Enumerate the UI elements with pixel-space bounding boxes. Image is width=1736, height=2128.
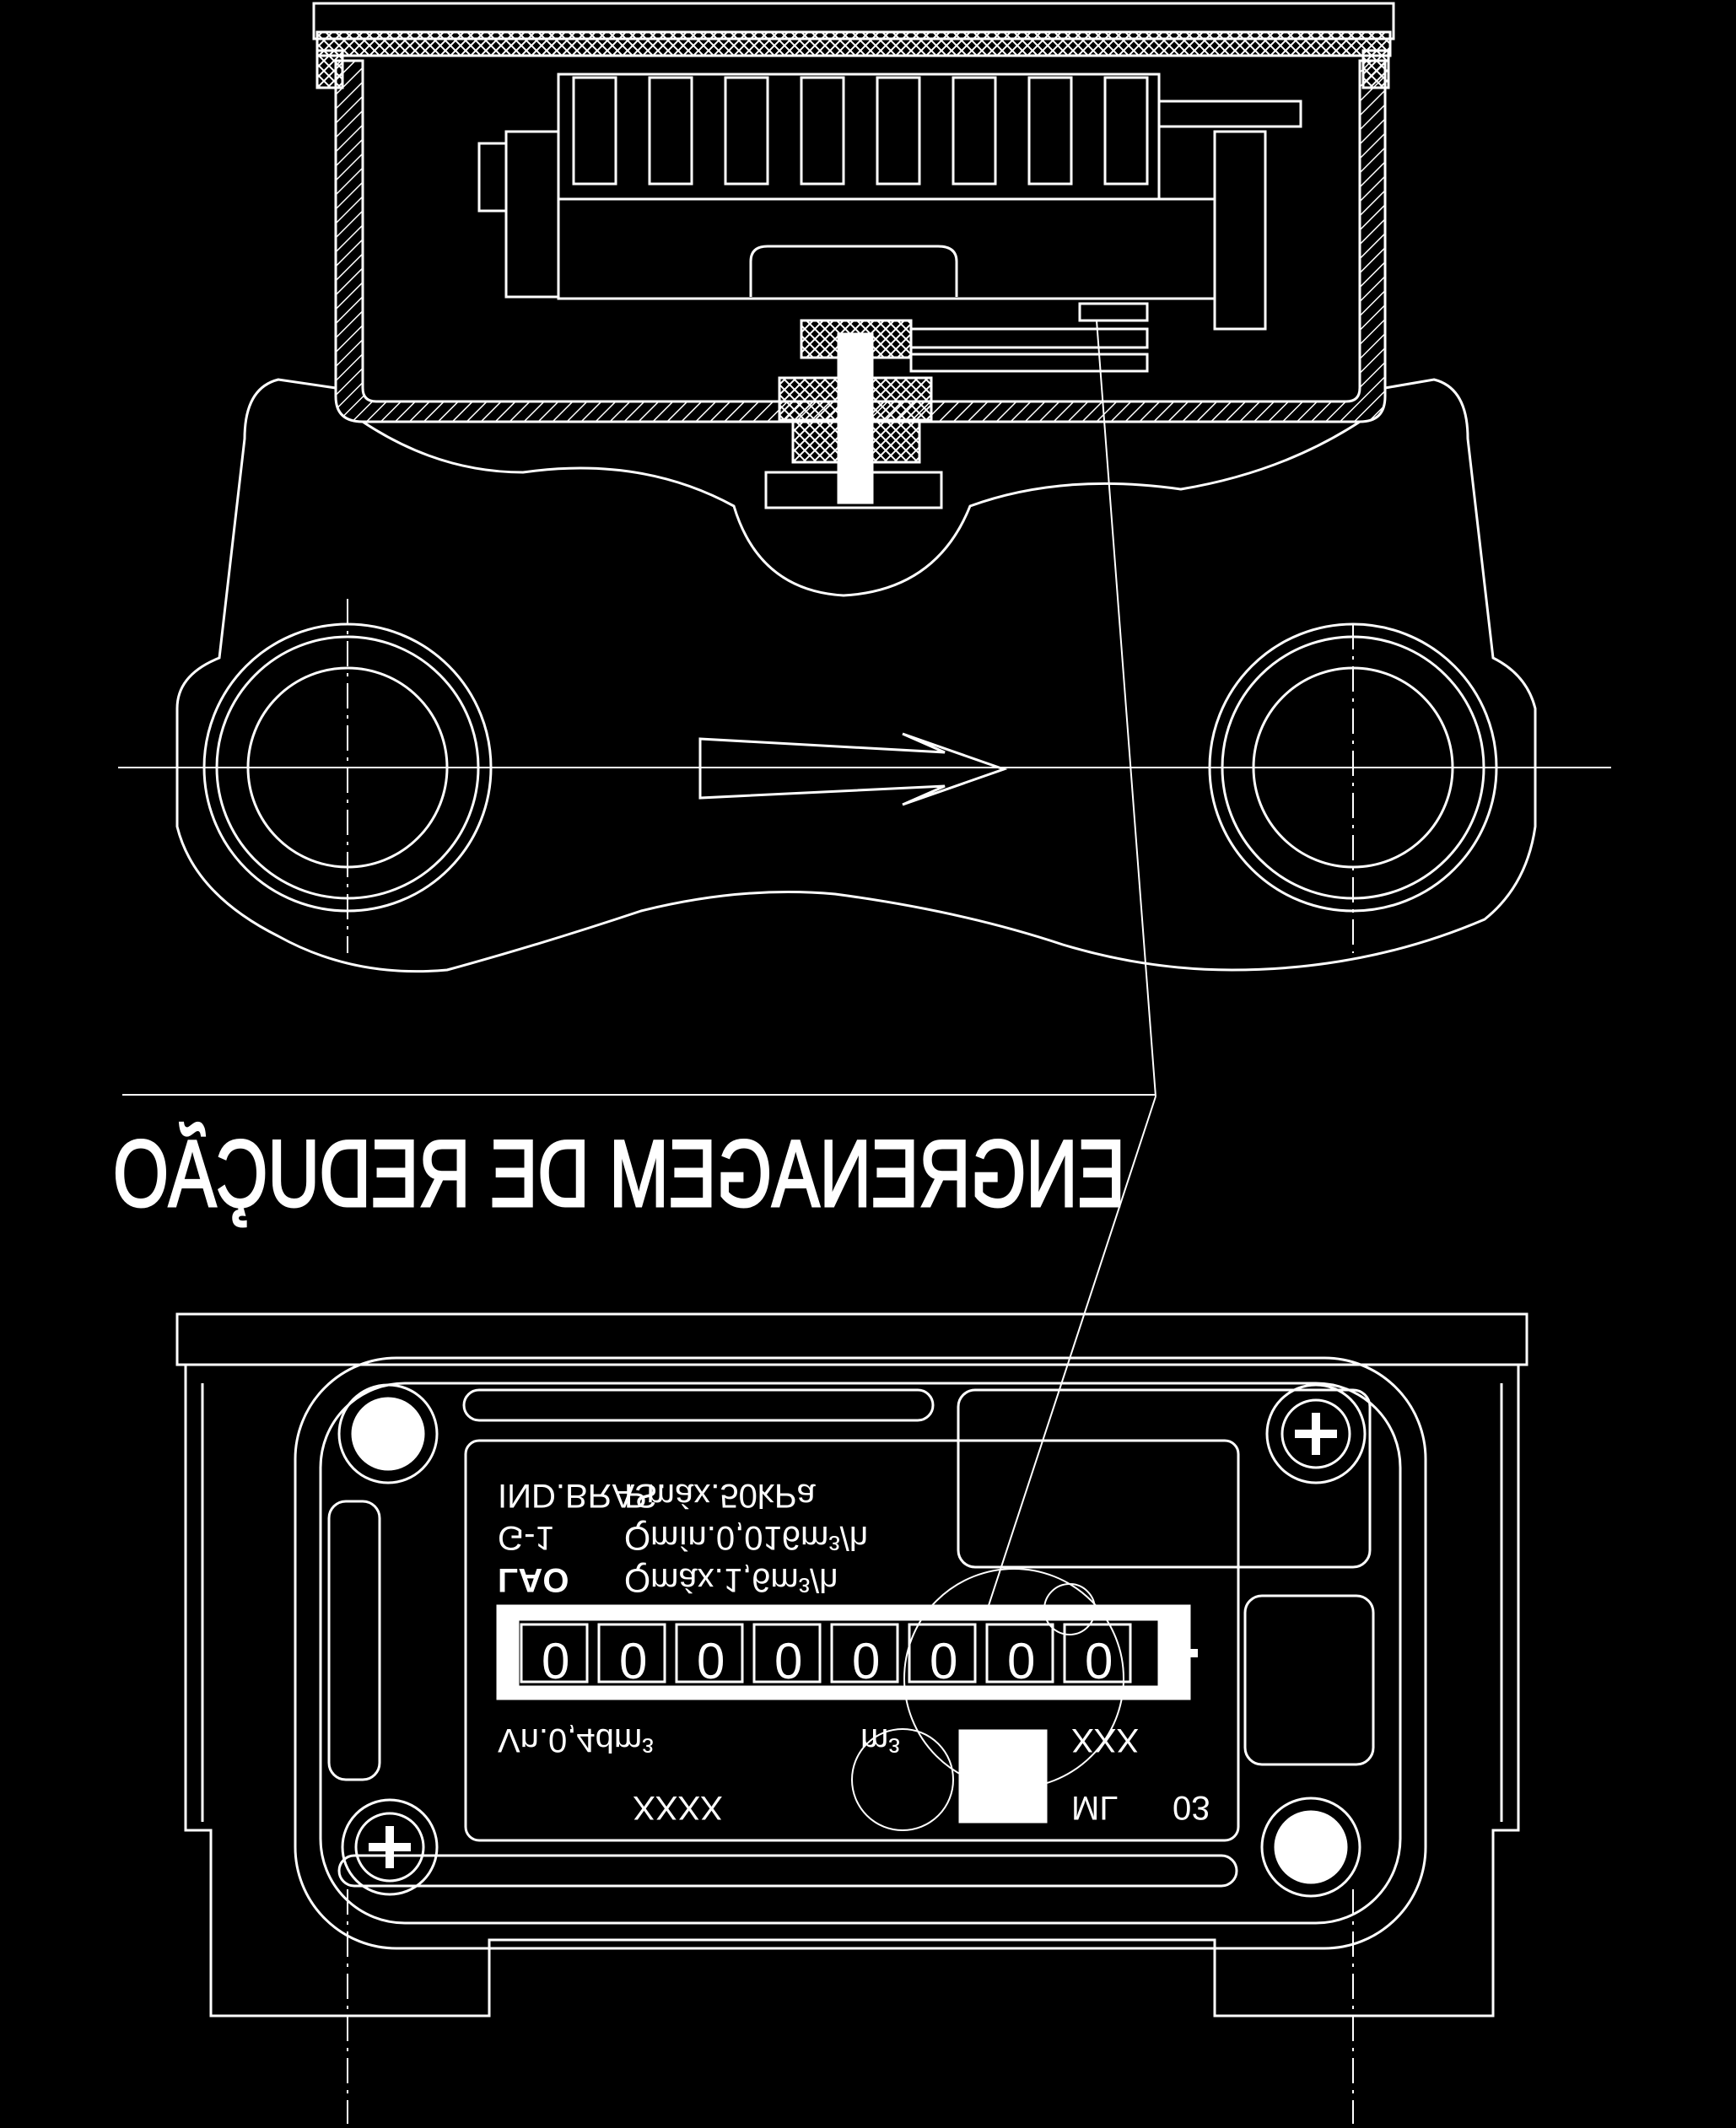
plate-code-3: 03	[1173, 1789, 1210, 1826]
body-inner-contour	[362, 420, 1361, 597]
plate-code-1: XXX	[1071, 1721, 1139, 1759]
plate-volume: Vn.0,4dm³	[498, 1721, 654, 1759]
flow-direction-arrow	[698, 732, 1008, 806]
counter-digit-cell	[985, 1623, 1054, 1684]
counter-digit-cell	[752, 1623, 822, 1684]
counter-digit-cell	[830, 1623, 899, 1684]
screw-bottom-right-head	[1274, 1810, 1348, 1884]
counter-digit: 0	[930, 1633, 957, 1689]
plate-serial: XXXX	[633, 1789, 723, 1826]
detail-circle-left	[851, 1728, 954, 1831]
screw-top-right	[1265, 1383, 1367, 1484]
right-bracket	[1213, 130, 1267, 331]
reduction-gear	[764, 302, 1149, 509]
counter-digit-cell	[520, 1623, 589, 1684]
top-cover-gasket	[315, 30, 1392, 57]
left-bracket	[504, 130, 560, 299]
plate-line2-left: G-1	[498, 1519, 554, 1556]
screw-bottom-left	[341, 1798, 439, 1896]
counter-digit: 0	[542, 1633, 569, 1689]
front-view	[175, 1312, 1528, 2124]
name-plate	[464, 1439, 1240, 1842]
phillips-screw-icon	[1280, 1398, 1351, 1469]
counter-digit-strip	[516, 1618, 1161, 1689]
counter-digit: 0	[852, 1633, 880, 1689]
front-body-outline	[184, 1365, 1520, 2018]
front-plate-frame	[294, 1356, 1427, 1950]
phillips-screw-icon	[354, 1812, 425, 1883]
bottom-slot	[337, 1854, 1238, 1888]
screw-bottom-right	[1260, 1797, 1361, 1898]
drawing-title: ENGRENAGEM DE REDUÇÃO	[113, 1121, 1125, 1226]
leader-line-bottom	[978, 1096, 1156, 1637]
meter-body-outline	[175, 378, 1537, 973]
phillips-cross	[1295, 1413, 1337, 1455]
counter-digit-cell	[908, 1623, 977, 1684]
center-hub	[749, 245, 958, 297]
front-body-inner	[201, 1383, 1503, 1822]
top-slot	[462, 1388, 935, 1422]
counter-digit-cell	[597, 1623, 666, 1684]
counter-drums	[572, 76, 1149, 186]
right-side-window	[1243, 1594, 1375, 1766]
counter-digit: 0	[697, 1633, 725, 1689]
detail-circle-small	[1043, 1583, 1096, 1635]
counter-digit-cell	[675, 1623, 744, 1684]
counter-digit: 0	[1085, 1633, 1113, 1689]
plate-line1-right: Pmáx.50kPa	[624, 1477, 817, 1514]
top-right-window	[957, 1388, 1372, 1569]
counter-digit-cell	[1063, 1623, 1132, 1684]
section-view	[118, 2, 1611, 1637]
title-group: ENGRENAGEM DE REDUÇÃO	[112, 1120, 1127, 1228]
counter-digit: 0	[619, 1633, 647, 1689]
counter-shaft	[1157, 100, 1302, 128]
front-top-rim	[175, 1312, 1528, 1366]
leader-line-top	[1096, 320, 1156, 1097]
left-clip	[477, 142, 508, 213]
screw-top-left-head	[351, 1397, 425, 1471]
front-plate-inner	[319, 1382, 1402, 1925]
brand-mark-icon	[958, 1729, 1048, 1824]
plate-line2-right: Qmín.0,016m³/h	[624, 1519, 868, 1556]
plate-line3-right: Qmáx.1,6m³/h	[624, 1561, 838, 1598]
counter-digit: 0	[1007, 1633, 1035, 1689]
plate-logo: LAO	[498, 1561, 569, 1598]
plate-line1-left: IND.BRAS.	[498, 1477, 666, 1514]
plate-unit: m³	[860, 1721, 900, 1759]
counter-base	[557, 197, 1216, 300]
plus-mark	[1161, 1635, 1198, 1672]
left-side-slot	[327, 1500, 381, 1781]
plate-text-group: IND.BRAS. Pmáx.50kPa G-1 Qmín.0,016m³/h …	[498, 1477, 1210, 1826]
counter-digit: 0	[774, 1633, 802, 1689]
phillips-cross	[369, 1826, 411, 1868]
plate-code-2: ML	[1071, 1789, 1119, 1826]
housing-wall	[334, 59, 1387, 423]
screw-top-left	[337, 1383, 439, 1484]
